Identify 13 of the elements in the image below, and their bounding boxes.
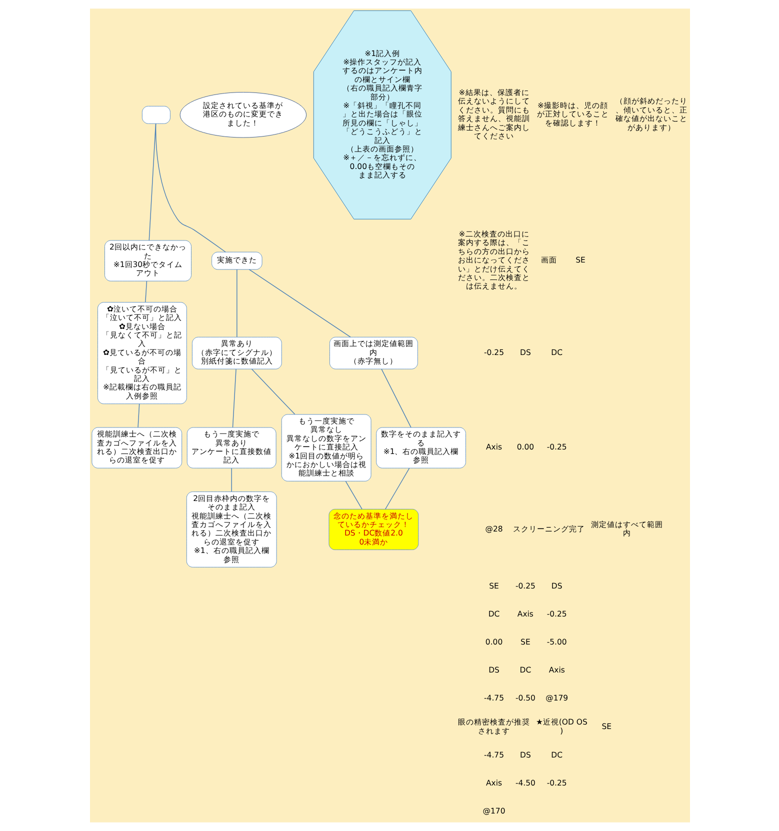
node-box bbox=[141, 106, 170, 124]
connector bbox=[148, 123, 156, 241]
connector bbox=[154, 123, 226, 252]
connector bbox=[250, 368, 295, 415]
connector bbox=[232, 368, 236, 428]
connector bbox=[380, 368, 411, 428]
connector bbox=[344, 480, 362, 510]
connector bbox=[384, 468, 410, 510]
connector bbox=[236, 269, 237, 338]
connector bbox=[230, 468, 232, 492]
connector bbox=[144, 280, 147, 303]
connector bbox=[137, 404, 140, 428]
connector bbox=[248, 269, 350, 338]
